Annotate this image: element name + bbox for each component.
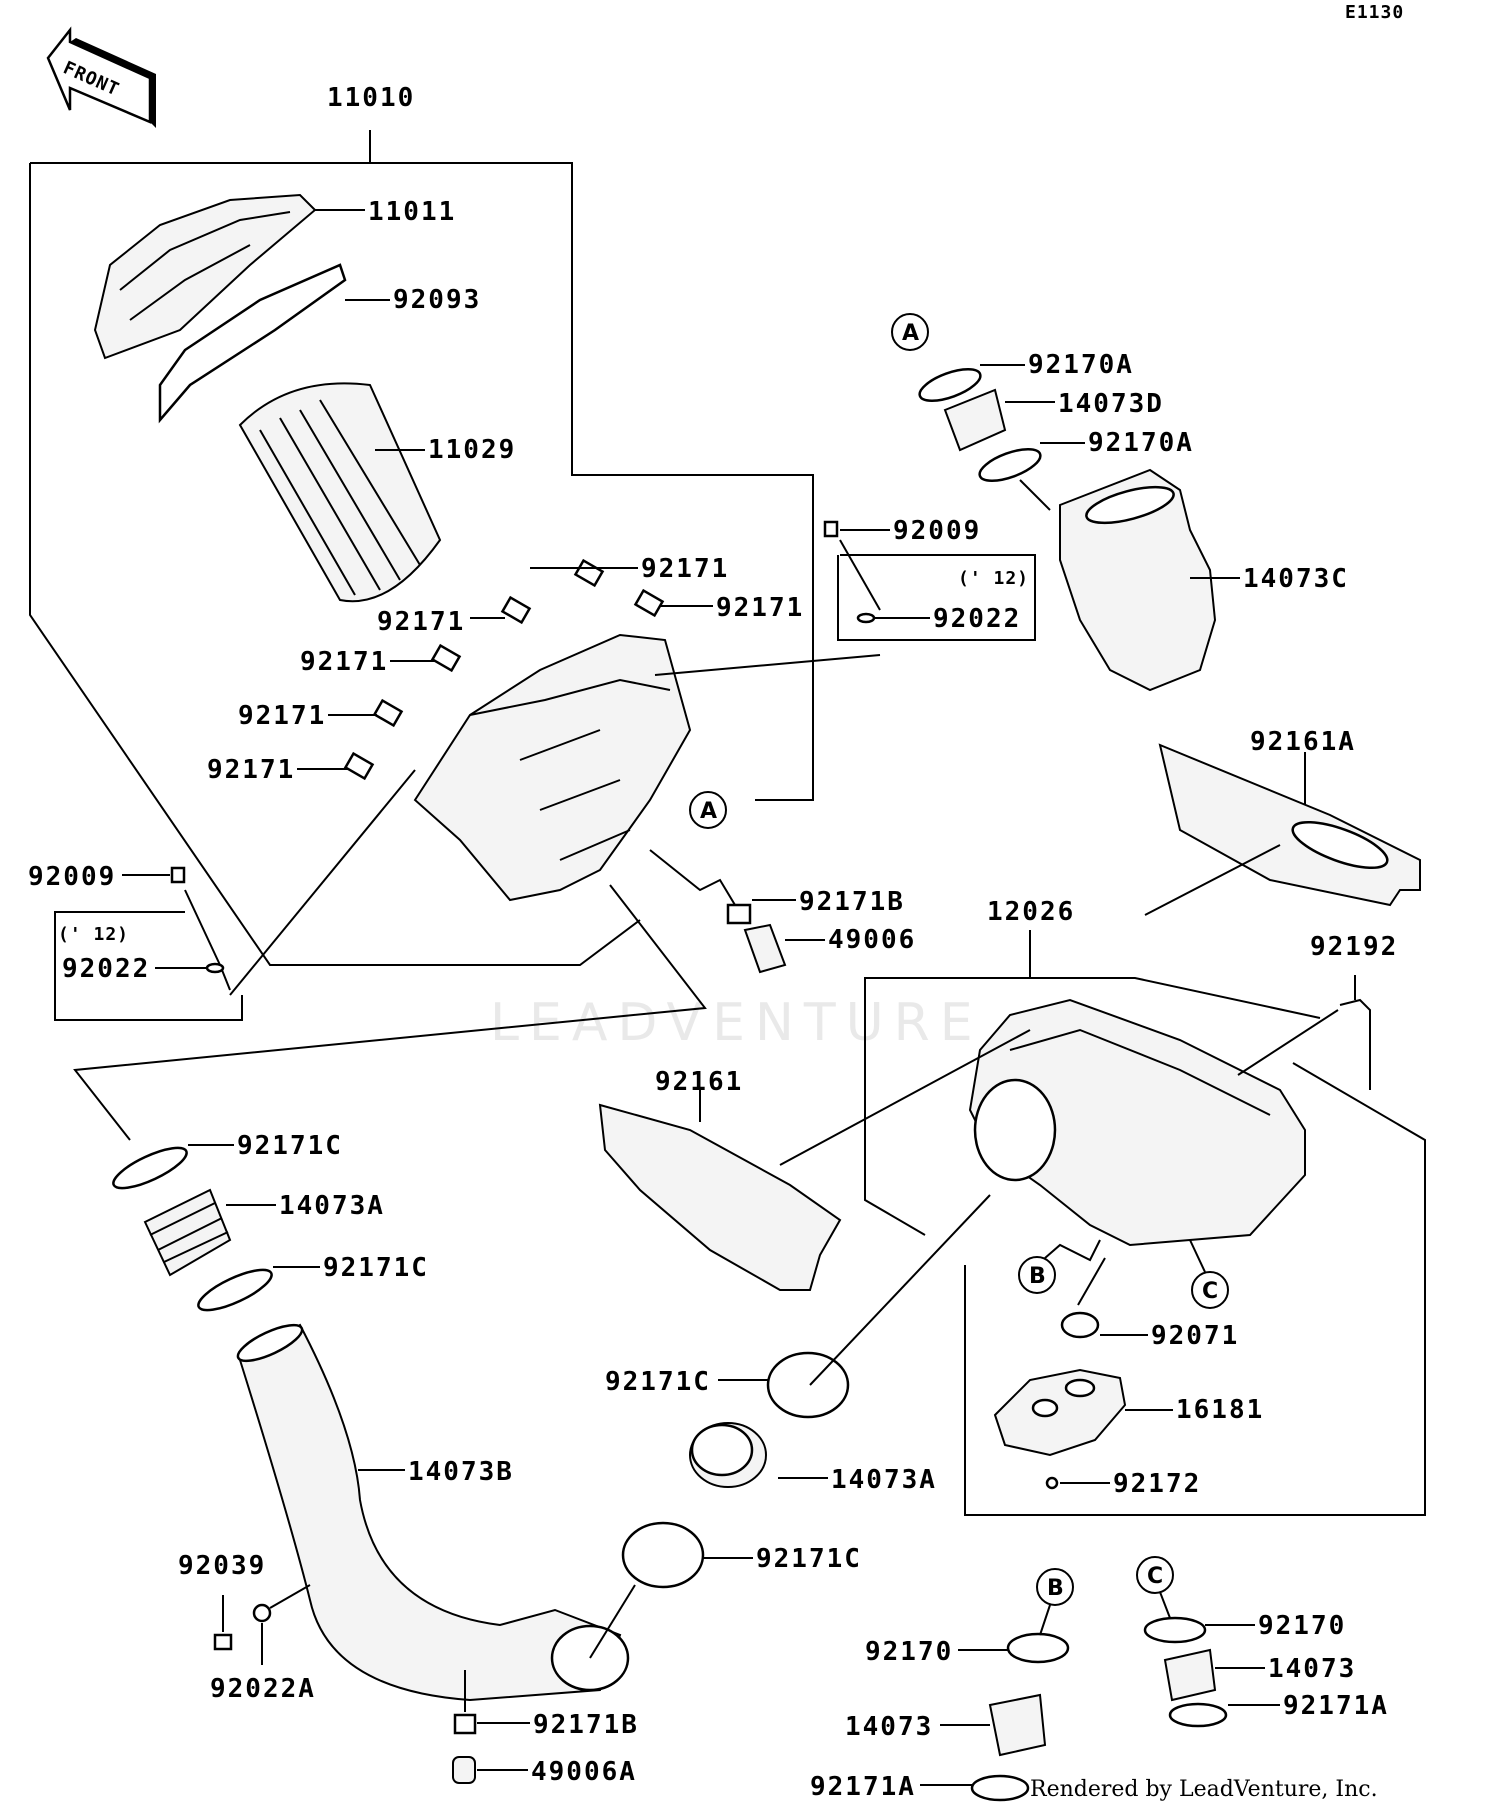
callout-14073d: 14073D — [1058, 389, 1164, 419]
boot-14073d — [943, 388, 1007, 452]
clamp-92170a-lower — [978, 448, 1042, 482]
callout-92170-b: 92170 — [865, 1637, 953, 1667]
callout-11029: 11029 — [428, 435, 516, 465]
clamp-92170-b — [1006, 1632, 1070, 1664]
bolt-92039 — [213, 1595, 233, 1651]
diagram-code: E1130 — [1345, 2, 1404, 23]
air-box-cover — [93, 193, 317, 360]
callout-14073a-2: 14073A — [831, 1465, 937, 1495]
ref-a-top: A — [902, 321, 919, 346]
callout-11010: 11010 — [327, 83, 415, 113]
ref-b-resonator: B — [1029, 1264, 1046, 1289]
clamp-92171c-2 — [197, 1268, 273, 1312]
washer-92022-left — [205, 962, 225, 974]
callout-12-top: (' 12) — [958, 568, 1029, 589]
callout-92171-f: 92171 — [207, 755, 295, 785]
washer-92022-top — [856, 612, 876, 624]
credit: Rendered by LeadVenture, Inc. — [1030, 1777, 1378, 1802]
shield-92161 — [598, 1103, 842, 1291]
grommet-92071 — [1060, 1311, 1100, 1339]
callout-92171b-bottom: 92171B — [533, 1710, 639, 1740]
callout-92039: 92039 — [178, 1551, 266, 1581]
cap-49006 — [743, 923, 787, 974]
callout-92171c-3: 92171C — [605, 1367, 711, 1397]
callout-92009-top: 92009 — [893, 516, 981, 546]
callout-92009-left: 92009 — [28, 862, 116, 892]
boot-14073a-1 — [143, 1188, 232, 1277]
callout-92171-d: 92171 — [300, 647, 388, 677]
callout-92171a-b: 92171A — [810, 1772, 916, 1802]
watermark: LEADVENTURE — [490, 993, 983, 1053]
boot-14073-c — [1163, 1648, 1217, 1702]
callout-49006: 49006 — [828, 925, 916, 955]
callout-14073-c: 14073 — [1268, 1654, 1356, 1684]
front-arrow-icon: FRONT — [46, 26, 156, 128]
callout-92171-e: 92171 — [238, 701, 326, 731]
resonator-frame — [864, 930, 1426, 1516]
ref-b-lower: B — [1047, 1576, 1064, 1601]
callout-92071: 92071 — [1151, 1321, 1239, 1351]
callout-92171b-top: 92171B — [799, 887, 905, 917]
callout-14073b: 14073B — [408, 1457, 514, 1487]
screw-92009-left — [170, 866, 186, 884]
air-cleaner-frame — [29, 130, 814, 966]
clamp-92171c-4 — [621, 1521, 705, 1589]
clip-92171-group — [343, 558, 665, 781]
callout-92171-c: 92171 — [377, 607, 465, 637]
drain-tank-16181 — [993, 1368, 1127, 1457]
callout-92161: 92161 — [655, 1067, 743, 1097]
callout-14073c: 14073C — [1243, 564, 1349, 594]
callout-92172: 92172 — [1113, 1469, 1201, 1499]
callout-92170-c: 92170 — [1258, 1611, 1346, 1641]
callout-92022-top: 92022 — [933, 604, 1021, 634]
resonator-12026 — [968, 998, 1306, 1247]
callout-92022a: 92022A — [210, 1674, 316, 1704]
clamp-92170a-upper — [918, 368, 982, 402]
cap-49006a — [452, 1756, 476, 1784]
shield-92161a — [1158, 743, 1421, 907]
callout-92161a: 92161A — [1250, 727, 1356, 757]
callout-14073a-1: 14073A — [279, 1191, 385, 1221]
callout-49006a: 49006A — [531, 1757, 637, 1787]
ref-a-airbox: A — [700, 799, 717, 824]
callout-92022-left: 92022 — [62, 954, 150, 984]
callout-92171a-c: 92171A — [1283, 1691, 1389, 1721]
ref-c-lower: C — [1147, 1564, 1163, 1589]
ref-c-resonator: C — [1202, 1279, 1218, 1304]
air-box-case — [413, 633, 692, 902]
callout-14073-b: 14073 — [845, 1712, 933, 1742]
duct-14073b — [236, 1323, 630, 1702]
duct-14073c — [1059, 468, 1217, 692]
callout-92192: 92192 — [1310, 932, 1398, 962]
callout-92171c-2: 92171C — [323, 1253, 429, 1283]
callout-92170a-upper: 92170A — [1028, 350, 1134, 380]
callout-92171c-1: 92171C — [237, 1131, 343, 1161]
clamp-92171b-top — [726, 903, 752, 925]
callout-92093: 92093 — [393, 285, 481, 315]
screw-92172 — [1045, 1476, 1059, 1490]
callout-11011: 11011 — [368, 197, 456, 227]
clamp-92171a-b — [970, 1774, 1030, 1802]
callout-92171-b: 92171 — [716, 593, 804, 623]
callout-92170a-lower: 92170A — [1088, 428, 1194, 458]
clamp-92171a-c — [1168, 1702, 1228, 1728]
clamp-92170-c — [1143, 1616, 1207, 1644]
callout-92171-a: 92171 — [641, 554, 729, 584]
callout-12-left: (' 12) — [58, 924, 129, 945]
gasket — [158, 263, 347, 424]
boot-14073a-2 — [689, 1422, 767, 1488]
boot-14073-b — [988, 1693, 1047, 1757]
air-filter-element — [238, 382, 442, 603]
callout-12026: 12026 — [987, 897, 1075, 927]
callout-92171c-4: 92171C — [756, 1544, 862, 1574]
callout-16181: 16181 — [1176, 1395, 1264, 1425]
clamp-92171c-3 — [766, 1351, 850, 1419]
hose-92192 — [1339, 998, 1371, 1090]
clamp-92171b-bottom — [453, 1713, 477, 1735]
screw-92009-top — [823, 520, 890, 611]
clamp-92171c-1 — [112, 1146, 188, 1190]
washer-92022a — [252, 1603, 272, 1623]
